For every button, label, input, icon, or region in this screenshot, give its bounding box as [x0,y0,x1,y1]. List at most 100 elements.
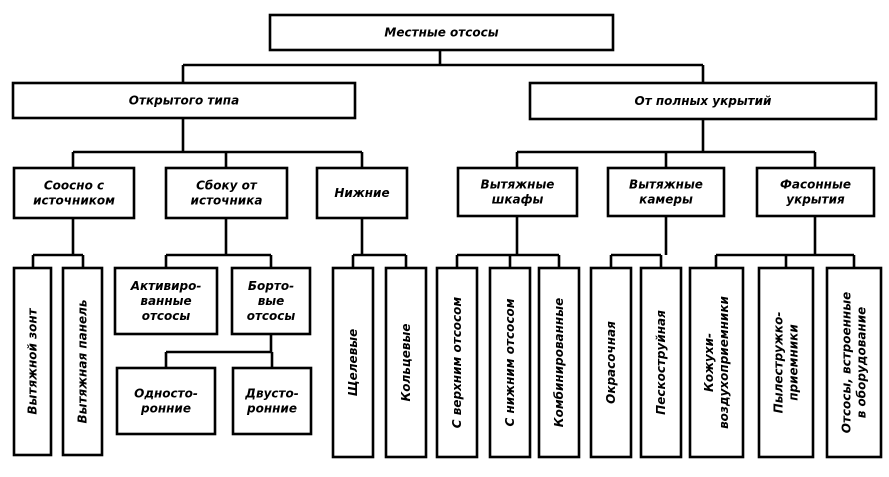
node-embedded: Отсосы, встроенныев оборудование [825,266,883,459]
node-box [639,266,683,459]
node-label-line: Пылестружко- [772,312,786,414]
node-label-line: Местные отсосы [384,26,498,40]
node-box [755,166,876,218]
node-label-line: ронние [246,402,297,416]
node-label: Вытяжная панель [76,299,90,423]
node-upper-suction: С верхним отсосом [435,266,479,459]
node-box [230,266,312,336]
node-label-line: С нижним отсосом [503,298,517,426]
node-label-line: Соосно с [44,179,104,193]
node-label: Нижние [334,186,389,200]
node-label-line: Вытяжные [481,178,555,192]
node-ring: Кольцевые [384,266,428,459]
node-box [606,166,726,218]
node-label: Щелевые [346,329,360,397]
node-box [528,81,878,121]
node-box [12,266,53,457]
node-label-line: Активиро- [130,279,202,293]
node-label-line: ронние [140,402,191,416]
node-label-line: воздухоприемники [717,296,731,429]
node-box [456,166,579,218]
node-sandblast: Пескоструйная [639,266,683,459]
node-box [688,266,745,459]
node-label: Односто-ронние [134,387,198,416]
node-label: Кожухи-воздухоприемники [702,296,731,429]
node-umbrella: Вытяжной зонт [12,266,53,457]
node-one-sided: Односто-ронние [115,366,217,436]
node-box [315,166,409,220]
node-label-line: Отсосы, встроенные [840,292,854,433]
node-open: Открытого типа [11,81,357,120]
node-label: С нижним отсосом [503,298,517,426]
node-lower: Нижние [315,166,409,220]
node-box [61,266,104,457]
node-label: Пылестружко-приемники [772,312,801,414]
node-label: С верхним отсосом [450,297,464,429]
node-label-line: Вытяжной зонт [26,307,40,414]
node-label: Открытого типа [129,94,239,108]
node-box [268,13,615,52]
node-label-line: Вытяжная панель [76,299,90,423]
node-label: Комбинированные [552,298,566,427]
node-label-line: укрытия [786,193,845,207]
node-box [231,366,313,436]
node-label-line: источником [33,194,115,208]
node-label-line: отсосы [142,309,191,323]
node-box [537,266,581,459]
node-label-line: От полных укрытий [635,94,772,108]
node-lower-suction: С нижним отсосом [488,266,532,459]
node-root: Местные отсосы [268,13,615,52]
node-box [164,166,289,220]
node-label-line: Вытяжные [629,178,703,192]
node-box [757,266,815,459]
node-label-line: приемники [787,324,801,401]
node-label-line: в оборудование [855,307,869,419]
node-label-line: Окрасочная [604,321,618,404]
node-label-line: Комбинированные [552,298,566,427]
node-label-line: шкафы [492,193,544,207]
node-label-line: Двусто- [244,387,298,401]
node-label-line: Открытого типа [129,94,239,108]
node-casing: Кожухи-воздухоприемники [688,266,745,459]
node-slotted: Щелевые [331,266,375,459]
node-label-line: С верхним отсосом [450,297,464,429]
node-label: Вытяжной зонт [26,307,40,414]
node-label-line: Нижние [334,186,389,200]
node-box [488,266,532,459]
node-label: Двусто-ронние [244,387,298,416]
node-box [435,266,479,459]
node-box [825,266,883,459]
node-box [384,266,428,459]
node-label-line: источника [191,194,263,208]
node-box [113,266,219,336]
node-label: Местные отсосы [384,26,498,40]
node-label-line: вые [258,294,285,308]
node-label: Отсосы, встроенныев оборудование [840,292,869,433]
node-box [11,81,357,120]
node-label-line: Пескоструйная [654,310,668,415]
node-label-line: Кольцевые [399,323,413,401]
node-label-line: Односто- [134,387,198,401]
node-label-line: Борто- [248,279,294,293]
node-box [589,266,633,459]
node-label-line: Щелевые [346,329,360,397]
node-closed: От полных укрытий [528,81,878,121]
node-label-line: Сбоку от [196,179,258,193]
node-label: Окрасочная [604,321,618,404]
node-label: От полных укрытий [635,94,772,108]
